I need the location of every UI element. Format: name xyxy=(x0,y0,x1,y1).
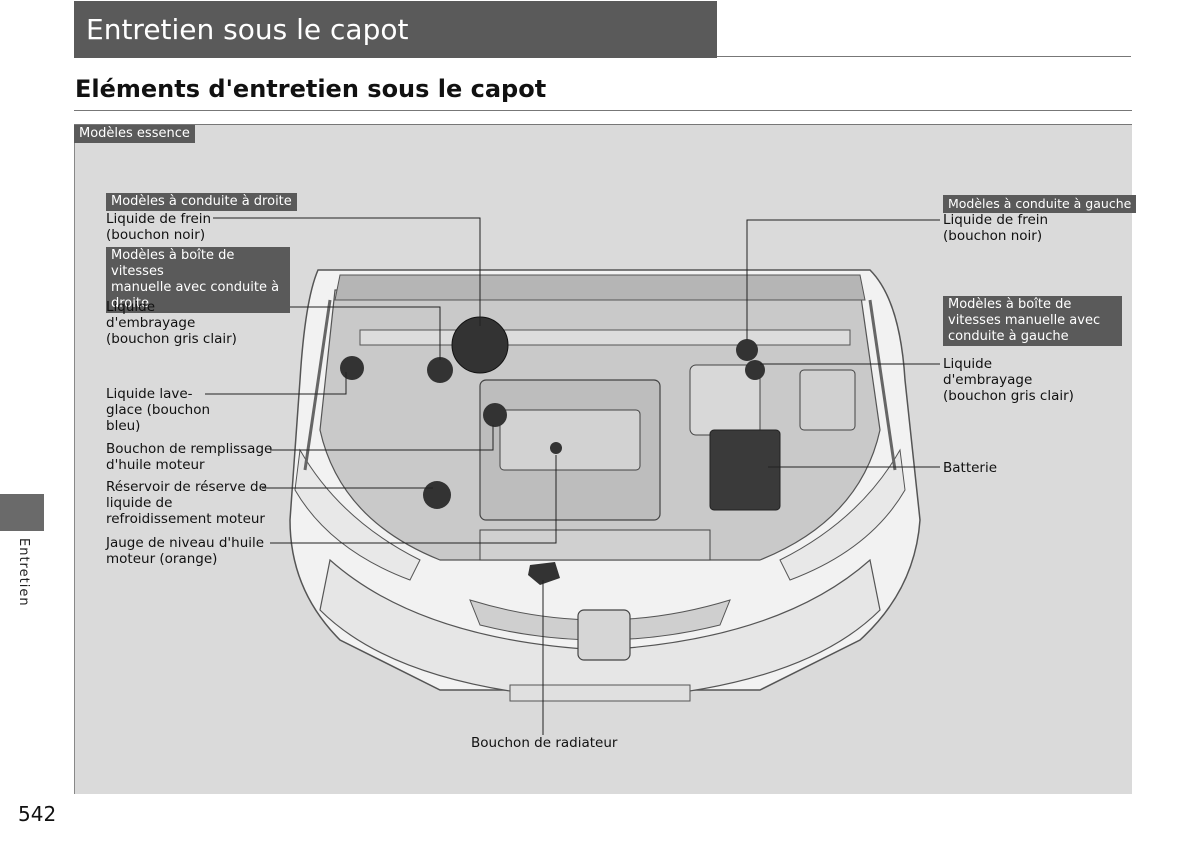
label-washer-fluid: Liquide lave- glace (bouchon bleu) xyxy=(106,386,211,434)
section-tab-marker xyxy=(0,494,44,531)
panel-left-rule xyxy=(74,125,75,794)
cowl xyxy=(334,274,866,301)
coolant-reserve-tank xyxy=(423,481,451,509)
label-battery: Batterie xyxy=(943,460,998,476)
section-rule xyxy=(74,110,1132,111)
radiator-support xyxy=(479,529,711,561)
oil-filler-cap xyxy=(483,403,507,427)
leader-dipstick xyxy=(270,455,557,544)
label-oil-dipstick: Jauge de niveau d'huile moteur (orange) xyxy=(106,535,265,567)
washer-cap xyxy=(340,356,364,380)
badge-lhd: Modèles à conduite à gauche xyxy=(943,195,1137,213)
clutch-fluid-cap-lhd xyxy=(745,360,765,380)
label-clutch-fluid-rhd: Liquide d'embrayage (bouchon gris clair) xyxy=(106,299,237,347)
strut-bar xyxy=(359,329,851,346)
label-oil-filler-cap: Bouchon de remplissage d'huile moteur xyxy=(106,441,273,473)
leader-washer xyxy=(205,372,347,395)
engine-type-badge: Modèles essence xyxy=(74,125,195,143)
leader-brake-rhd xyxy=(213,217,481,326)
headlight-right xyxy=(779,448,906,581)
headlight-left xyxy=(294,448,421,581)
section-title: Eléments d'entretien sous le capot xyxy=(75,75,547,103)
leader-brake-lhd xyxy=(746,219,940,340)
badge-rhd: Modèles à conduite à droite xyxy=(106,193,297,211)
panel-top-rule xyxy=(74,124,1132,125)
dipstick-handle xyxy=(550,442,562,454)
label-radiator-cap: Bouchon de radiateur xyxy=(471,735,618,751)
badge-manual-rhd: Modèles à boîte de vitesses manuelle ave… xyxy=(106,247,290,313)
brake-fluid-cap-lhd xyxy=(736,339,758,361)
label-coolant-reserve: Réservoir de réserve de liquide de refro… xyxy=(106,479,267,527)
license-plate-area xyxy=(509,684,691,702)
chapter-title: Entretien sous le capot xyxy=(74,1,717,58)
badge-manual-lhd: Modèles à boîte de vitesses manuelle ave… xyxy=(943,296,1122,346)
clutch-fluid-cap-rhd xyxy=(427,357,453,383)
radiator-cap xyxy=(528,562,560,585)
label-brake-fluid-rhd: Liquide de frein (bouchon noir) xyxy=(106,211,212,243)
emblem xyxy=(577,609,631,661)
fuse-box xyxy=(799,369,856,431)
section-tab-label: Entretien xyxy=(16,538,31,607)
battery-body xyxy=(709,429,781,511)
engine-cover xyxy=(499,409,641,471)
label-clutch-fluid-lhd: Liquide d'embrayage (bouchon gris clair) xyxy=(943,356,1074,404)
label-brake-fluid-lhd: Liquide de frein (bouchon noir) xyxy=(943,212,1049,244)
front-bumper xyxy=(319,558,881,701)
header-rule xyxy=(717,56,1131,57)
page-number: 542 xyxy=(18,802,57,826)
leader-oil-filler xyxy=(270,425,494,451)
